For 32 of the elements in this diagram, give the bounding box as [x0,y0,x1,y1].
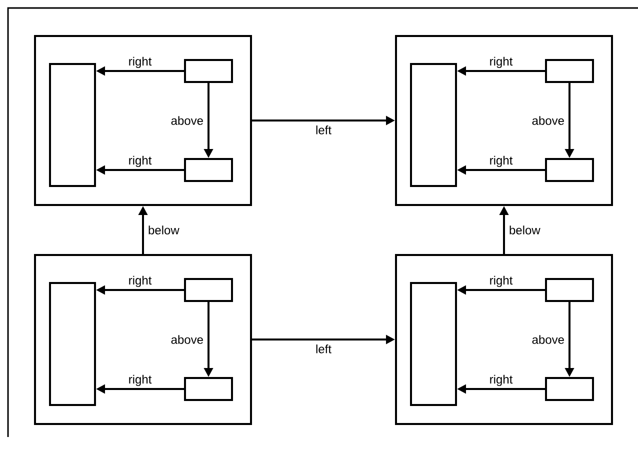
box [545,59,594,83]
box [184,59,233,83]
edge-label: below [510,226,540,234]
box [184,158,233,182]
edge-label: right [129,374,152,386]
box [49,63,96,187]
box [410,282,457,406]
edge-label: right [490,156,513,167]
edge-label: right [129,276,152,287]
edge-label: below [148,226,180,234]
edge-label: above [532,116,564,125]
edge-label: right [490,374,513,386]
box [49,282,96,406]
edge-label: above [171,335,203,344]
box [184,377,233,401]
edge-label: right [129,56,152,68]
edge-label: right [129,156,152,167]
edge-label: left [316,344,332,354]
box [545,278,594,302]
box [410,63,457,187]
container-box [395,35,613,206]
container-box [395,254,613,425]
box [545,158,594,182]
edge-label: above [171,116,203,125]
edge-label: above [532,335,564,344]
edge-label: left [316,126,332,134]
box [184,278,233,302]
edge-label: right [490,56,513,68]
box [545,377,594,401]
container-box [34,35,252,206]
edge-label: right [490,276,513,287]
container-box [34,254,252,425]
